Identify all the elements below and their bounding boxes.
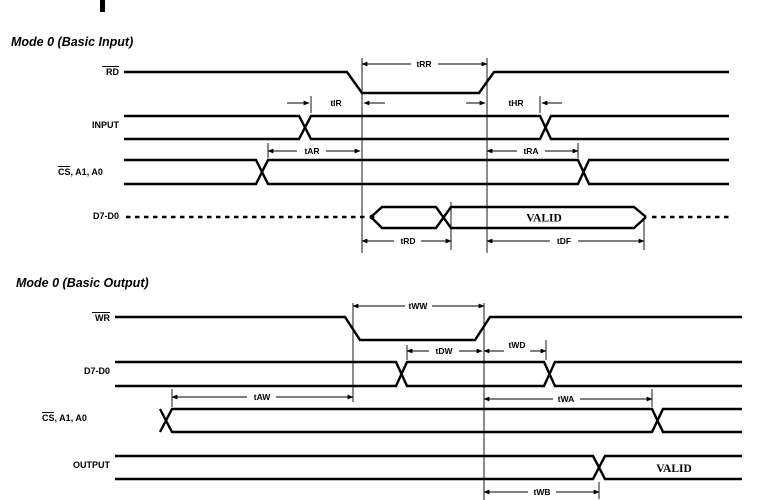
mode0-output-title: Mode 0 (Basic Output) xyxy=(16,276,149,290)
rd-waveform xyxy=(124,70,729,95)
tir-label: tIR xyxy=(330,98,341,108)
tdw-label: tDW xyxy=(436,346,454,356)
cs-waveform-bottom xyxy=(124,158,729,186)
output-valid-label: VALID xyxy=(656,463,692,475)
data-bus-drive-dot xyxy=(369,214,375,220)
data-bus-waveform-bottom xyxy=(370,205,647,230)
data-bus-waveform-top xyxy=(370,205,647,230)
data-bus-signal-label: D7-D0 xyxy=(93,211,119,221)
twb-label: tWB xyxy=(534,487,551,497)
cs-signal-name: CS xyxy=(58,167,71,177)
input-waveform-bottom xyxy=(124,114,729,141)
output-data-bus-waveform-bottom xyxy=(115,360,742,388)
trd-label: tRD xyxy=(400,236,415,246)
input-waveform-top xyxy=(124,114,729,141)
tdf-label: tDF xyxy=(557,236,571,246)
thr-label: tHR xyxy=(508,98,523,108)
output-cs-signal-suffix: , A1, A0 xyxy=(55,413,87,423)
tra-label: tRA xyxy=(523,146,538,156)
output-signal-label: OUTPUT xyxy=(73,460,111,470)
cs-signal-suffix: , A1, A0 xyxy=(71,167,103,177)
cs-signal-label: CS, A1, A0 xyxy=(58,167,103,177)
twd-label: tWD xyxy=(509,340,526,350)
output-cs-waveform-top xyxy=(158,407,742,434)
tww-label: tWW xyxy=(409,301,429,311)
cs-waveform-top xyxy=(124,158,729,186)
cropped-heading-fragment xyxy=(100,0,105,12)
wr-waveform xyxy=(115,315,742,342)
trr-label: tRR xyxy=(416,59,431,69)
output-waveform-top xyxy=(115,454,742,481)
mode0-input-title: Mode 0 (Basic Input) xyxy=(11,35,133,49)
output-cs-waveform-bottom xyxy=(158,407,742,434)
output-data-bus-waveform-top xyxy=(115,360,742,388)
data-bus-valid-label: VALID xyxy=(526,213,562,225)
tar-label: tAR xyxy=(304,146,319,156)
rd-signal-label: RD xyxy=(106,67,119,77)
output-data-bus-signal-label: D7-D0 xyxy=(84,366,110,376)
twa-label: tWA xyxy=(558,394,575,404)
output-cs-signal-label: CS, A1, A0 xyxy=(42,413,87,423)
output-waveform-bottom xyxy=(115,454,742,481)
output-cs-signal-name: CS xyxy=(42,413,55,423)
wr-signal-label: WR xyxy=(95,313,110,323)
input-signal-label: INPUT xyxy=(92,120,120,130)
taw-label: tAW xyxy=(254,392,272,402)
